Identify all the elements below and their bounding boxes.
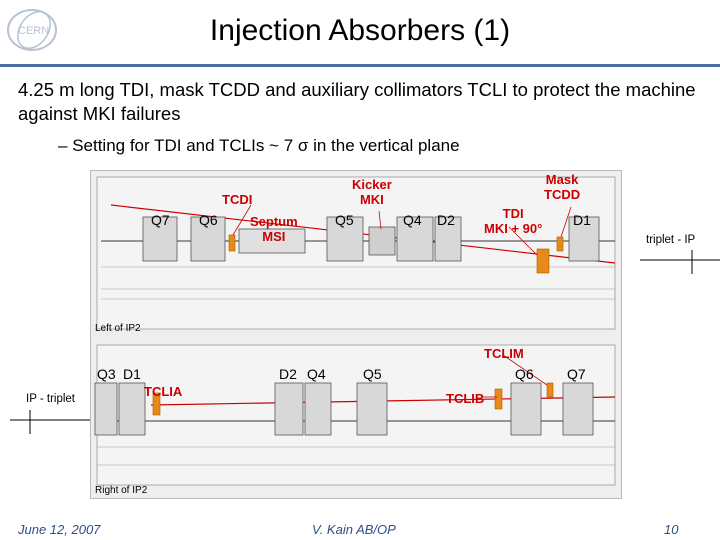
- cern-logo: CERN: [7, 9, 57, 51]
- annotation-tdi-line2: MKI + 90°: [484, 221, 543, 236]
- label-d1-bottom: D1: [123, 366, 141, 382]
- annotation-tclia: TCLIA: [144, 384, 182, 399]
- magnet-q7-bottom: [562, 382, 594, 436]
- top-beamline: Q7 Q6 Q5 Q4 D2 D1 Left of IP2: [95, 176, 616, 334]
- magnet-d2-top: [434, 216, 462, 262]
- dash-marker: –: [58, 136, 73, 155]
- annotation-kicker: Kicker MKI: [352, 177, 392, 207]
- label-d2-bottom: D2: [279, 366, 297, 382]
- annotation-kicker-line2: MKI: [359, 192, 384, 207]
- magnet-q7-top: [142, 216, 178, 262]
- magnet-q6-top: [190, 216, 226, 262]
- annotation-tclim: TCLIM: [484, 346, 524, 361]
- sub-bullet-text: Setting for TDI and TCLIs ~ 7 σ in the v…: [72, 136, 460, 155]
- side-label-top: triplet - IP: [646, 234, 696, 246]
- label-d2-top: D2: [437, 212, 455, 228]
- label-q7-top: Q7: [151, 212, 170, 228]
- footer-date: June 12, 2007: [18, 522, 101, 537]
- annotation-mask-line2: TCDD: [544, 187, 581, 202]
- main-bullet: 4.25 m long TDI, mask TCDD and auxiliary…: [18, 78, 708, 126]
- footer-author: V. Kain AB/OP: [312, 522, 396, 537]
- tcdi-absorber: [228, 234, 236, 252]
- slide-title: Injection Absorbers (1): [209, 14, 511, 47]
- tclia-absorber: [152, 392, 161, 416]
- top-corner-label: Left of IP2: [95, 323, 141, 334]
- annotation-mask-line1: Mask: [545, 172, 579, 187]
- annotation-mask: Mask TCDD: [544, 172, 580, 202]
- annotation-kicker-line1: Kicker: [352, 177, 392, 192]
- pointer-tclim: [502, 354, 548, 386]
- annotation-septum: Septum MSI: [250, 214, 298, 244]
- magnet-d2-bottom: [274, 382, 304, 436]
- annotation-septum-line1: Septum: [250, 214, 298, 229]
- footer-page-number: 10: [664, 522, 679, 537]
- tclib-absorber: [494, 388, 503, 410]
- magnet-q4-top: [396, 216, 434, 262]
- label-q6-top: Q6: [199, 212, 218, 228]
- annotation-tclim-text: TCLIM: [484, 346, 524, 361]
- bottom-beamline: Q3 D1 D2 Q4 Q5 Q6 Q7 Right of IP2: [94, 344, 616, 496]
- annotation-tdi: TDI MKI + 90°: [484, 206, 542, 236]
- label-d1-top: D1: [573, 212, 591, 228]
- tdi-absorber: [536, 248, 550, 274]
- sub-bullet: – Setting for TDI and TCLIs ~ 7 σ in the…: [58, 136, 460, 156]
- magnet-q5-top: [326, 216, 364, 262]
- septum-msi: [238, 228, 306, 254]
- annotation-tclia-text: TCLIA: [144, 384, 183, 399]
- annotation-tclib: TCLIB: [446, 391, 484, 406]
- pointer-kicker: [378, 210, 382, 230]
- annotation-tcdi: TCDI: [222, 192, 252, 207]
- annotation-septum-line2: MSI: [262, 229, 286, 244]
- label-q6-bottom: Q6: [515, 366, 534, 382]
- label-q5-top: Q5: [335, 212, 354, 228]
- annotation-tdi-line1: TDI: [502, 206, 524, 221]
- pointer-tdi: [508, 226, 538, 256]
- svg-text:CERN: CERN: [18, 25, 49, 37]
- beamline-schematic: Q7 Q6 Q5 Q4 D2 D1 Left of IP2: [94, 176, 616, 496]
- side-label-bottom: IP - triplet: [26, 393, 75, 405]
- pointer-mask: [560, 206, 572, 238]
- title-divider: [0, 64, 720, 67]
- magnet-d1-bottom: [118, 382, 146, 436]
- tclim-absorber: [546, 382, 554, 398]
- pointer-tcdi: [232, 204, 252, 236]
- kicker-mki: [368, 226, 396, 256]
- magnet-q6-bottom: [510, 382, 542, 436]
- magnet-q4-bottom: [304, 382, 332, 436]
- bullet-text: 4.25 m long TDI, mask TCDD and auxiliary…: [18, 79, 696, 124]
- label-q4-bottom: Q4: [307, 366, 326, 382]
- label-q7-bottom: Q7: [567, 366, 586, 382]
- tcdd-mask: [556, 236, 564, 252]
- label-q5-bottom: Q5: [363, 366, 382, 382]
- annotation-tclib-text: TCLIB: [446, 391, 485, 406]
- beamline-diagram-panel: Q7 Q6 Q5 Q4 D2 D1 Left of IP2: [90, 170, 622, 499]
- label-q4-top: Q4: [403, 212, 422, 228]
- annotation-tcdi-text: TCDI: [222, 192, 253, 207]
- label-q3-bottom: Q3: [97, 366, 116, 382]
- ip-marker-top: [640, 250, 720, 274]
- magnet-d1-top: [568, 216, 600, 262]
- bottom-corner-label: Right of IP2: [95, 485, 148, 496]
- ip-marker-bottom: [10, 410, 90, 434]
- magnet-q5-bottom: [356, 382, 388, 436]
- magnet-q3-bottom: [94, 382, 118, 436]
